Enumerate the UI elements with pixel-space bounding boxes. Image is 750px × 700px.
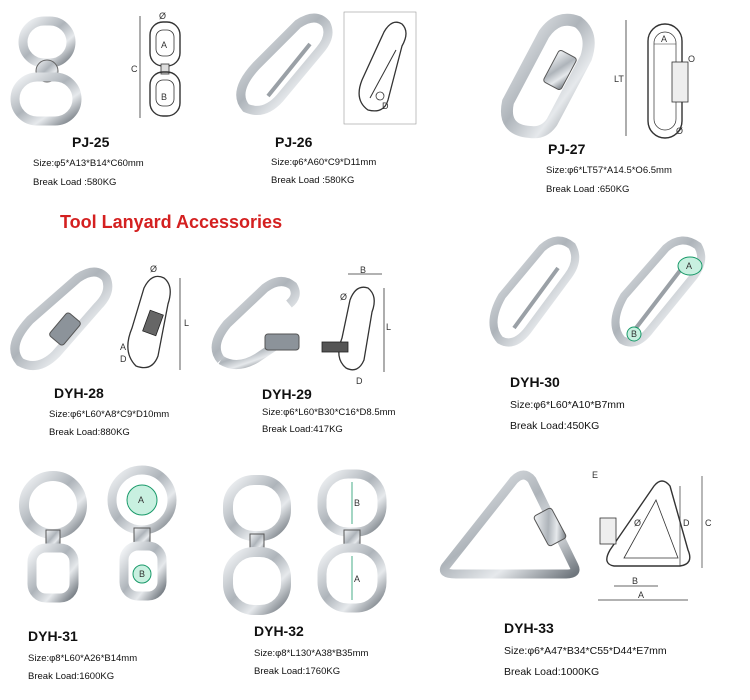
dyh33-d-label: D [683, 518, 690, 528]
pj27-o-label: O [688, 54, 695, 64]
pj25-c-label: C [131, 64, 138, 74]
dyh32-size: Size:φ8*L130*A38*B35mm [254, 648, 369, 659]
dyh31-photo [19, 471, 87, 603]
dyh29-diagram: B Ø L D [321, 265, 391, 386]
dyh31-size: Size:φ8*L60*A26*B14mm [28, 653, 138, 664]
dyh30-b-label: B [631, 329, 637, 339]
pj27-diagram: A O LT Ø [614, 20, 695, 139]
dyh28-load: Break Load:880KG [49, 427, 130, 438]
dyh31-load: Break Load:1600KG [28, 671, 115, 682]
dyh32-diagram: B A [317, 469, 387, 613]
dyh29-l-label: L [386, 322, 391, 332]
pj25-b-label: B [161, 92, 167, 102]
dyh29-load: Break Load:417KG [262, 424, 343, 435]
pj25-size: Size:φ5*A13*B14*C60mm [33, 158, 144, 169]
pj26-size: Size:φ6*A60*C9*D11mm [271, 157, 377, 168]
pj27-lt-label: LT [614, 74, 624, 84]
dyh31-code: DYH-31 [28, 628, 78, 644]
pj26-load: Break Load :580KG [271, 175, 355, 186]
dyh28-size: Size:φ6*L60*A8*C9*D10mm [49, 409, 170, 420]
pj25-phi-label: Ø [159, 11, 166, 21]
dyh28-l-label: L [184, 318, 189, 328]
dyh29-d-label: D [356, 376, 363, 386]
dyh29-photo [211, 277, 300, 369]
dyh30-photo [489, 236, 580, 347]
pj27-photo [501, 13, 595, 139]
pj25-diagram: Ø A C B [131, 11, 181, 118]
pj25-photo [10, 16, 82, 126]
dyh33-code: DYH-33 [504, 620, 554, 636]
dyh32-code: DYH-32 [254, 623, 304, 639]
dyh28-a-label: A [120, 342, 126, 352]
dyh31-diagram: A B [107, 465, 177, 601]
dyh30-code: DYH-30 [510, 374, 560, 390]
dyh33-size: Size:φ6*A47*B34*C55*D44*E7mm [504, 645, 667, 657]
dyh32-a-label: A [354, 574, 360, 584]
dyh28-d-label: D [120, 354, 127, 364]
pj26-code: PJ-26 [275, 134, 313, 150]
pj25-a-label: A [161, 40, 167, 50]
pj27-code: PJ-27 [548, 141, 586, 157]
dyh31-b-label: B [139, 569, 145, 579]
pj27-size: Size:φ6*LT57*A14.5*O6.5mm [546, 165, 672, 176]
section-heading: Tool Lanyard Accessories [60, 212, 283, 232]
dyh28-code: DYH-28 [54, 385, 104, 401]
dyh33-load: Break Load:1000KG [504, 666, 600, 678]
pj27-load: Break Load :650KG [546, 184, 630, 195]
dyh30-diagram: A B [611, 236, 706, 347]
dyh30-a-label: A [686, 261, 692, 271]
dyh29-b-label: B [360, 265, 366, 275]
pj26-photo [236, 13, 333, 115]
dyh33-phi-label: Ø [634, 518, 641, 528]
dyh32-load: Break Load:1760KG [254, 666, 341, 677]
pj26-d-label: D [382, 101, 389, 111]
dyh30-load: Break Load:450KG [510, 420, 600, 432]
dyh33-a-label: A [638, 590, 644, 600]
dyh30-size: Size:φ6*L60*A10*B7mm [510, 399, 625, 411]
dyh29-phi-label: Ø [340, 292, 347, 302]
dyh32-photo [223, 475, 291, 615]
dyh28-photo [10, 267, 113, 371]
pj25-load: Break Load :580KG [33, 177, 117, 188]
dyh29-size: Size:φ6*L60*B30*C16*D8.5mm [262, 407, 396, 418]
dyh33-diagram: E Ø D C B A [592, 470, 712, 601]
pj27-a-label: A [661, 34, 667, 44]
dyh32-b-label: B [354, 498, 360, 508]
dyh33-b-label: B [632, 576, 638, 586]
pj27-phi-label: Ø [676, 126, 683, 136]
pj25-code: PJ-25 [72, 134, 110, 150]
dyh28-diagram: Ø L A D [120, 264, 189, 370]
dyh33-photo [439, 470, 580, 579]
dyh33-c-label: C [705, 518, 712, 528]
dyh28-phi-label: Ø [150, 264, 157, 274]
pj26-diagram: D [343, 11, 417, 125]
dyh29-code: DYH-29 [262, 386, 312, 402]
dyh31-a-label: A [138, 495, 144, 505]
dyh33-e-label: E [592, 470, 598, 480]
